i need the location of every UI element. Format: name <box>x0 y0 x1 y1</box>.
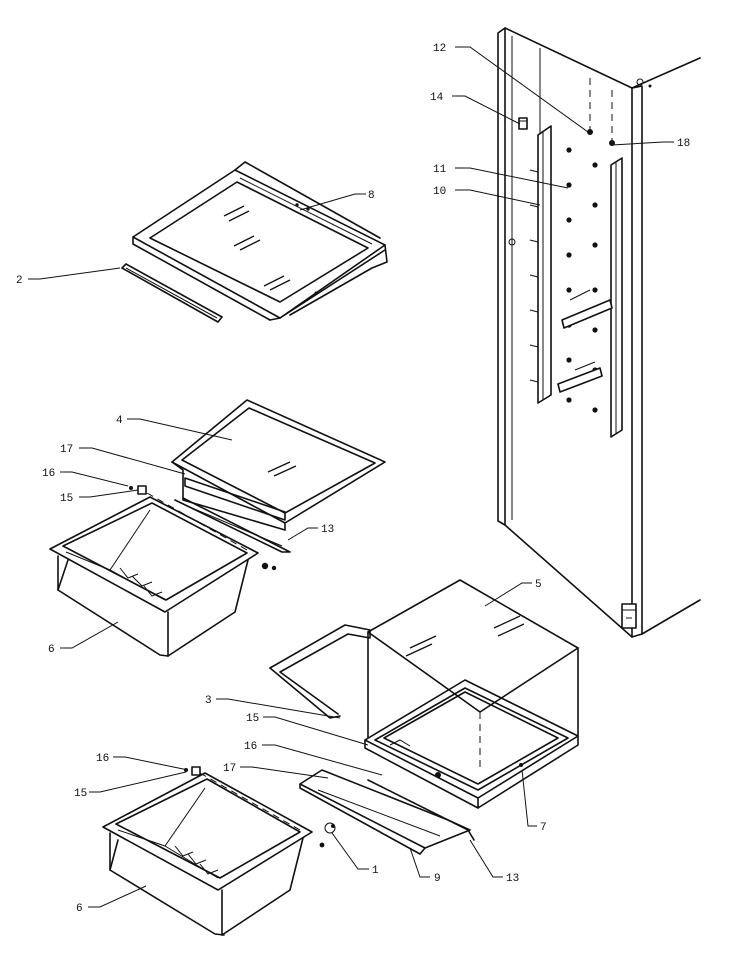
leader-lines <box>28 46 674 908</box>
callout-5: 5 <box>535 579 542 591</box>
callout-15: 15 <box>60 493 73 505</box>
crisper-enclosure-box <box>367 579 579 770</box>
callout-16: 16 <box>96 753 109 765</box>
callout-13: 13 <box>506 873 519 885</box>
callout-4: 4 <box>116 415 123 427</box>
callout-6: 6 <box>48 644 55 656</box>
callout-6: 6 <box>76 903 83 915</box>
callout-14: 14 <box>430 92 444 104</box>
callout-11: 11 <box>433 164 447 176</box>
callout-18: 18 <box>677 138 690 150</box>
callout-labels: 12 14 18 11 10 8 2 4 17 16 15 13 6 5 3 1… <box>16 43 690 915</box>
callout-10: 10 <box>433 186 446 198</box>
callout-7: 7 <box>540 822 547 834</box>
crisper-frame-7 <box>364 679 579 809</box>
crisper-drawer-lower <box>102 766 313 936</box>
crisper-cover-frame <box>174 477 291 571</box>
lower-shelf-front <box>299 769 475 855</box>
crisper-drawer-upper <box>49 485 259 657</box>
cabinet-side-wall <box>497 27 701 638</box>
callout-15: 15 <box>74 788 87 800</box>
callout-12: 12 <box>433 43 446 55</box>
shelf-track-left <box>529 125 552 404</box>
middle-glass-shelf <box>171 399 386 531</box>
callout-16: 16 <box>42 468 55 480</box>
crisper-cover-glass-3 <box>269 624 371 719</box>
callout-16: 16 <box>244 741 257 753</box>
callout-17: 17 <box>60 444 73 456</box>
top-glass-shelf <box>132 161 388 321</box>
callout-1: 1 <box>372 865 379 877</box>
shelf-trim-strip-2 <box>121 263 223 323</box>
callout-15: 15 <box>246 713 259 725</box>
shelf-track-right <box>610 157 623 438</box>
track-brackets <box>508 238 613 393</box>
callout-13: 13 <box>321 524 334 536</box>
callout-9: 9 <box>434 873 441 885</box>
callout-2: 2 <box>16 275 23 287</box>
callout-8: 8 <box>368 190 375 202</box>
callout-17: 17 <box>223 763 236 775</box>
track-screws <box>566 129 615 413</box>
clip-part-14 <box>518 117 528 130</box>
callout-3: 3 <box>205 695 212 707</box>
